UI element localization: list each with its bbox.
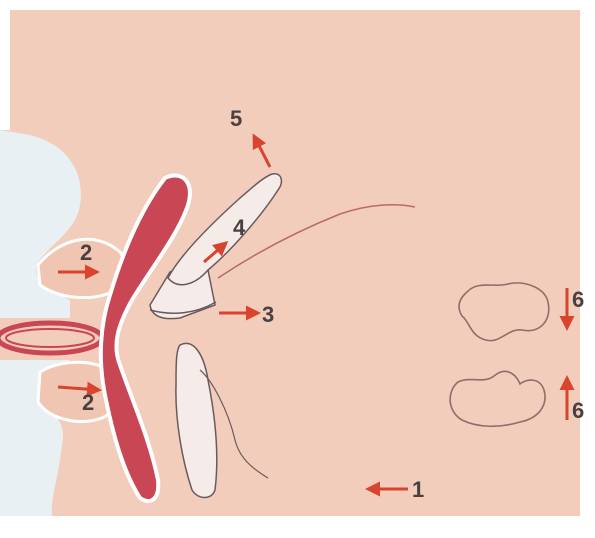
- label-2-lower: 2: [82, 390, 94, 415]
- label-4: 4: [233, 215, 246, 240]
- frame-left-top: [0, 0, 10, 130]
- label-1: 1: [412, 477, 424, 502]
- label-6-upper: 6: [572, 287, 584, 312]
- frame-bottom: [0, 516, 595, 533]
- label-3: 3: [262, 302, 274, 327]
- frame-right: [580, 0, 595, 533]
- frame-top: [0, 0, 595, 10]
- label-2-upper: 2: [80, 240, 92, 265]
- label-5: 5: [230, 106, 242, 131]
- label-6-lower: 6: [572, 398, 584, 423]
